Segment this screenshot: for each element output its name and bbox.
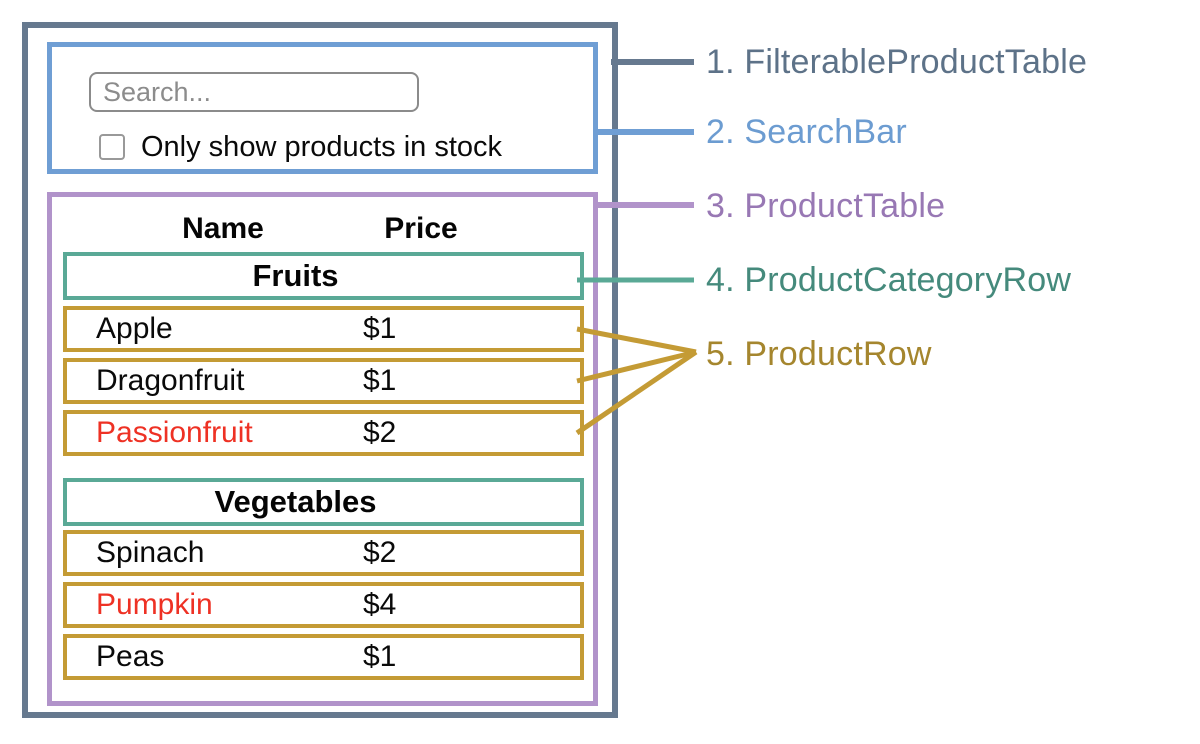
- product-row-peas: Peas $1: [63, 634, 584, 680]
- product-price: $1: [363, 312, 397, 345]
- search-input[interactable]: [89, 72, 419, 112]
- legend-label-product-category-row: 4. ProductCategoryRow: [706, 261, 1072, 299]
- product-price: $2: [363, 536, 397, 569]
- product-name: Pumpkin: [96, 588, 213, 621]
- product-price: $4: [363, 588, 397, 621]
- product-price: $1: [363, 640, 397, 673]
- filterable-product-table-box: Only show products in stock Name Price F…: [22, 22, 618, 718]
- product-price: $1: [363, 364, 397, 397]
- stock-filter-row[interactable]: Only show products in stock: [99, 130, 503, 163]
- category-label: Fruits: [252, 258, 339, 293]
- category-row-fruits: Fruits: [63, 252, 584, 300]
- legend-label-product-table: 3. ProductTable: [706, 187, 946, 225]
- product-price: $2: [363, 416, 397, 449]
- column-header-price: Price: [384, 212, 458, 245]
- product-row-apple: Apple $1: [63, 306, 584, 352]
- product-name: Dragonfruit: [96, 364, 245, 397]
- product-name: Spinach: [96, 536, 205, 569]
- product-row-pumpkin: Pumpkin $4: [63, 582, 584, 628]
- product-name: Passionfruit: [96, 416, 253, 449]
- product-row-spinach: Spinach $2: [63, 530, 584, 576]
- legend-label-product-row: 5. ProductRow: [706, 335, 932, 373]
- stock-filter-checkbox[interactable]: [99, 134, 125, 160]
- product-row-passionfruit: Passionfruit $2: [63, 410, 584, 456]
- column-header-name: Name: [182, 212, 264, 245]
- product-row-dragonfruit: Dragonfruit $1: [63, 358, 584, 404]
- search-bar-box: Only show products in stock: [47, 42, 598, 174]
- legend-label-search-bar: 2. SearchBar: [706, 113, 907, 151]
- category-label: Vegetables: [214, 484, 377, 519]
- product-table-box: Name Price Fruits Apple $1 Dragonfruit $…: [47, 192, 598, 706]
- stock-filter-label: Only show products in stock: [141, 130, 503, 163]
- product-name: Apple: [96, 312, 173, 345]
- legend-label-filterable-product-table: 1. FilterableProductTable: [706, 43, 1088, 81]
- category-row-vegetables: Vegetables: [63, 478, 584, 526]
- product-name: Peas: [96, 640, 165, 673]
